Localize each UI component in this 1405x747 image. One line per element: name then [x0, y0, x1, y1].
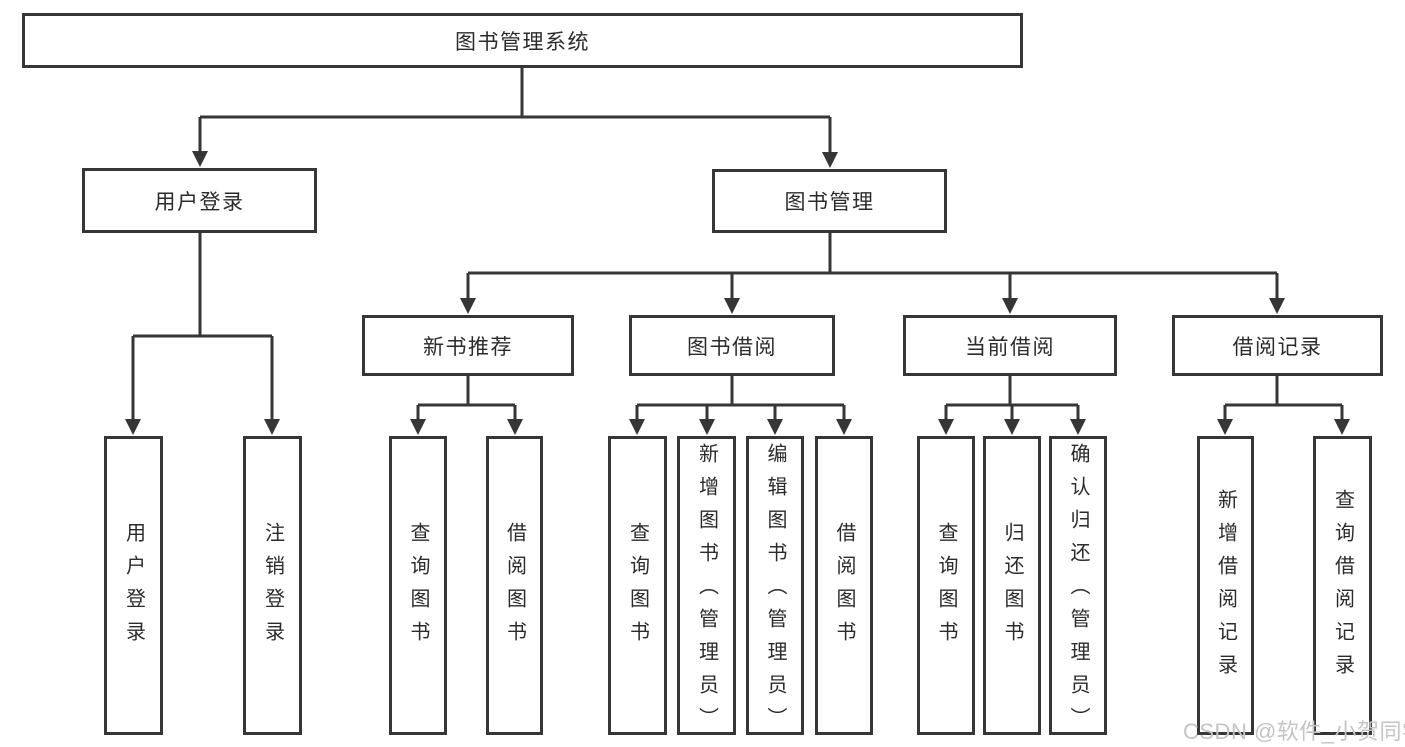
- arrowhead: [1269, 298, 1285, 314]
- node-library-system: 图书管理系统: [22, 13, 1023, 68]
- node-query-books-borrowing: 查询图书: [608, 436, 667, 735]
- arrowhead: [410, 419, 426, 435]
- arrowhead: [507, 419, 523, 435]
- node-query-books-current: 查询图书: [917, 436, 975, 735]
- node-user-login-leaf: 用户登录: [104, 436, 163, 735]
- node-book-borrowing: 图书借阅: [629, 315, 835, 376]
- arrowhead: [938, 419, 954, 435]
- arrowhead: [192, 151, 208, 167]
- arrowhead: [629, 419, 645, 435]
- watermark: CSDN @软件_小贺同学: [1183, 719, 1405, 744]
- arrowhead: [1070, 419, 1086, 435]
- arrowhead: [1002, 298, 1018, 314]
- arrowhead: [125, 419, 141, 435]
- arrowhead: [699, 419, 715, 435]
- node-borrow-records: 借阅记录: [1172, 315, 1383, 376]
- node-query-books-recommend: 查询图书: [389, 436, 447, 735]
- node-query-borrow-record: 查询借阅记录: [1313, 436, 1372, 735]
- node-current-borrowing: 当前借阅: [903, 315, 1117, 376]
- node-new-book-recommend: 新书推荐: [362, 315, 574, 376]
- node-book-management: 图书管理: [712, 169, 947, 233]
- arrowhead: [1334, 419, 1350, 435]
- node-confirm-return-admin: 确认归还（管理员）: [1049, 436, 1107, 740]
- node-borrow-books-borrowing: 借阅图书: [815, 436, 873, 735]
- node-borrow-books-recommend: 借阅图书: [486, 436, 543, 735]
- arrowhead: [460, 298, 476, 314]
- connector-path: [131, 68, 1344, 419]
- node-return-books: 归还图书: [983, 436, 1041, 735]
- arrowhead: [264, 419, 280, 435]
- arrowhead: [724, 298, 740, 314]
- node-edit-books-admin: 编辑图书（管理员）: [746, 436, 804, 740]
- node-logout: 注销登录: [243, 436, 302, 735]
- node-user-login-branch: 用户登录: [82, 168, 317, 233]
- arrowhead: [767, 419, 783, 435]
- node-add-borrow-record: 新增借阅记录: [1197, 436, 1254, 735]
- arrowhead: [1004, 419, 1020, 435]
- node-add-books-admin: 新增图书（管理员）: [677, 436, 736, 740]
- arrowhead: [1217, 419, 1233, 435]
- arrowhead: [822, 152, 838, 168]
- arrowhead: [836, 419, 852, 435]
